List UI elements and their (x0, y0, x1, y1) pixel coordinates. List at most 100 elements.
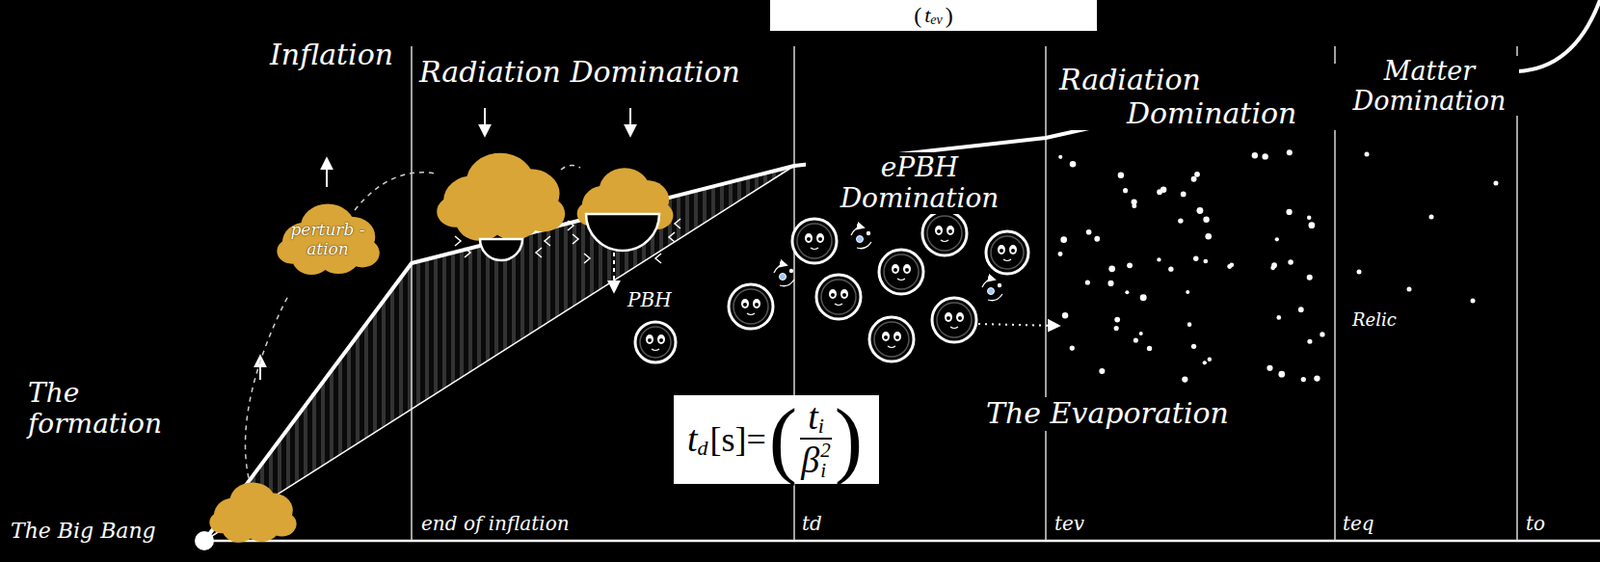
pupil (958, 316, 962, 320)
cloud-label: perturb -ation (290, 219, 365, 259)
radiation-particle (1306, 214, 1312, 220)
particle (866, 231, 871, 236)
cloud-lobe (276, 238, 307, 264)
spin-arrow (987, 293, 1003, 301)
radiation-particle (1271, 262, 1278, 268)
horizon-entry-arrow (483, 107, 486, 135)
axis-label: end of inflation (418, 512, 573, 535)
radiation-particle (1086, 229, 1093, 236)
exit-arrow (325, 159, 328, 187)
cloud-lobe (209, 511, 236, 534)
radiation-particle (1193, 256, 1199, 262)
relic-particle (1407, 287, 1413, 293)
black-hole (879, 249, 924, 294)
radiation-particle (1306, 339, 1312, 345)
time-axis (204, 539, 1600, 543)
radiation-particle (1301, 376, 1307, 382)
era-heading: Matter Domination (1339, 55, 1520, 116)
mode-trajectory (354, 172, 436, 211)
pupil (895, 335, 900, 340)
formula-box: td[s]=(tiβ2i) (673, 395, 880, 484)
formula-text: 2 (820, 440, 831, 461)
radiation-particle (1276, 315, 1281, 320)
perturbation-cloud (209, 481, 296, 542)
pupil (893, 267, 898, 272)
radiation-particle (1140, 293, 1147, 301)
radiation-particle (1107, 280, 1114, 287)
black-hole-ring (874, 321, 909, 357)
mouth (1003, 259, 1012, 262)
pupil (905, 267, 909, 272)
axis-label: teq (1339, 512, 1378, 535)
radiation-particle (1085, 279, 1091, 285)
radiation-particle (1285, 209, 1292, 215)
radiation-particle (1098, 368, 1105, 374)
perturbation-cloud (436, 153, 565, 241)
black-hole-body (922, 211, 967, 256)
radiation-particle (1069, 345, 1075, 350)
eye (946, 225, 955, 236)
formula-text: ( (913, 2, 922, 29)
spin-arrow (982, 279, 995, 288)
radiation-particle (1197, 207, 1204, 214)
hawking-particle (982, 279, 1003, 301)
infall-ray (668, 232, 675, 242)
mode-trajectory (560, 164, 581, 170)
evaporation-arrow (978, 323, 1059, 326)
hubble-line (204, 165, 795, 541)
big-bang-dot (194, 531, 214, 551)
era-heading: Radiation Domination (1056, 63, 1352, 131)
radiation-particle (1118, 172, 1124, 179)
relic-particle (1429, 214, 1435, 220)
collapse-region (480, 239, 523, 261)
eye (893, 331, 902, 342)
black-hole (922, 211, 967, 256)
black-hole (932, 297, 977, 343)
black-hole-ring (927, 215, 962, 251)
formula-text: i (818, 413, 825, 439)
perturbation-cloud-node: perturb -ation (273, 196, 382, 279)
mouth (940, 240, 949, 242)
radiation-particle (1160, 186, 1168, 193)
particle (997, 283, 1002, 288)
radiation-particle (1252, 152, 1258, 159)
radiation-particle (1207, 357, 1212, 362)
cloud-lobe (436, 195, 475, 228)
pupil (659, 338, 664, 343)
axis-label: tev (1051, 512, 1088, 535)
black-hole (792, 218, 837, 264)
hawking-particle (851, 227, 872, 249)
era-divider (1516, 46, 1519, 541)
formula-text: i (820, 460, 831, 481)
scale-curve (204, 0, 1600, 541)
eye (956, 312, 964, 322)
eye (934, 225, 943, 236)
black-hole-body (869, 317, 914, 362)
relic-particle (1470, 298, 1476, 304)
black-hole (635, 321, 676, 363)
formula-box: (tev) (770, 0, 1097, 31)
black-hole-body (635, 321, 676, 363)
formula-text: t (687, 420, 698, 459)
mouth (834, 303, 843, 306)
era-heading: Inflation (266, 38, 397, 73)
spin-arrow (856, 241, 872, 249)
pupil (818, 237, 823, 241)
origin-label: The Big Bang (7, 518, 160, 543)
pupil (1011, 248, 1015, 253)
formula-text: β (800, 441, 820, 480)
radiation-particle (1204, 233, 1212, 240)
mouth (810, 247, 819, 250)
hawking-particle (773, 265, 795, 287)
formula-text: ) (945, 2, 954, 29)
infall-ray (572, 234, 579, 244)
axis-label: td (799, 512, 826, 535)
radiation-particle (1191, 344, 1197, 349)
eye (804, 233, 813, 243)
mouth (651, 348, 660, 351)
mouth (746, 313, 755, 316)
black-hole-body (986, 231, 1029, 274)
mouth (897, 278, 906, 281)
radiation-particle (1069, 160, 1076, 167)
black-hole-ring (883, 254, 919, 290)
